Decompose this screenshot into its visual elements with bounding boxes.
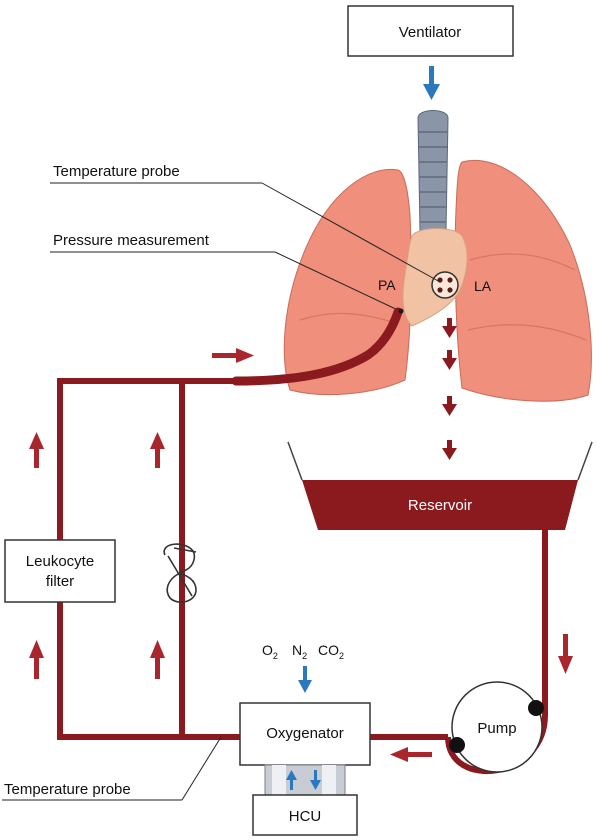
flow-arrow-red-icon [442, 396, 457, 416]
trachea [417, 110, 449, 233]
oxygenator-box: Oxygenator [239, 702, 371, 766]
leukocyte-filter-label-line1: Leukocyte [26, 553, 94, 570]
la-cannula [431, 271, 459, 299]
flow-arrow-red-icon [150, 640, 165, 679]
temperature-probe-bottom-label: Temperature probe [4, 781, 131, 798]
hcu-down-arrow-icon [310, 770, 321, 790]
svg-text:CO2: CO2 [318, 642, 344, 661]
flow-arrow-red-icon [442, 440, 457, 460]
svg-text:O2: O2 [262, 642, 278, 661]
flow-arrow-red-icon [558, 634, 573, 674]
flow-arrow-red-icon [212, 348, 254, 363]
pressure-measurement-callout: Pressure measurement [50, 232, 403, 313]
leukocyte-filter-label-line2: filter [46, 573, 74, 590]
pump-label: Pump [477, 720, 516, 737]
hcu-box: HCU [252, 794, 358, 836]
reservoir-label: Reservoir [408, 497, 472, 514]
flow-arrow-red-icon [150, 432, 165, 468]
pump: Pump [449, 681, 544, 773]
pa-cannula-tube [231, 307, 404, 386]
co2-label: CO [318, 642, 339, 658]
svg-text:N2: N2 [292, 642, 307, 661]
right-lung [454, 160, 592, 402]
flow-arrow-red-icon [29, 640, 44, 679]
flow-arrow-red-icon [390, 747, 432, 762]
gas-inputs: O2 N2 CO2 [262, 642, 344, 661]
hcu-up-arrow-icon [286, 770, 297, 790]
reservoir: Reservoir [287, 441, 593, 530]
pa-label: PA [378, 277, 396, 293]
temperature-probe-top-callout: Temperature probe [50, 163, 441, 283]
la-label: LA [474, 278, 492, 294]
venous-drip-arrows [442, 318, 457, 460]
ventilator-label: Ventilator [399, 24, 462, 41]
flow-arrow-red-icon [442, 350, 457, 370]
temperature-probe-top-label: Temperature probe [53, 163, 180, 180]
temperature-probe-bottom-callout: Temperature probe [2, 736, 222, 801]
ventilator-box: Ventilator [347, 5, 514, 57]
flow-arrow-red-icon [29, 432, 44, 468]
n2-label: N [292, 642, 302, 658]
clamp-icon [163, 543, 197, 603]
flow-arrow-red-icon [442, 318, 457, 338]
down-arrow-blue-icon [423, 66, 440, 100]
hcu-label: HCU [289, 808, 322, 825]
leukocyte-filter-box: Leukocyte filter [4, 539, 116, 603]
o2-label: O [262, 642, 273, 658]
oxygenator-label: Oxygenator [266, 725, 344, 742]
pressure-measurement-label: Pressure measurement [53, 232, 210, 249]
hcu-pipes [264, 764, 346, 796]
down-arrow-blue-icon [298, 666, 312, 693]
